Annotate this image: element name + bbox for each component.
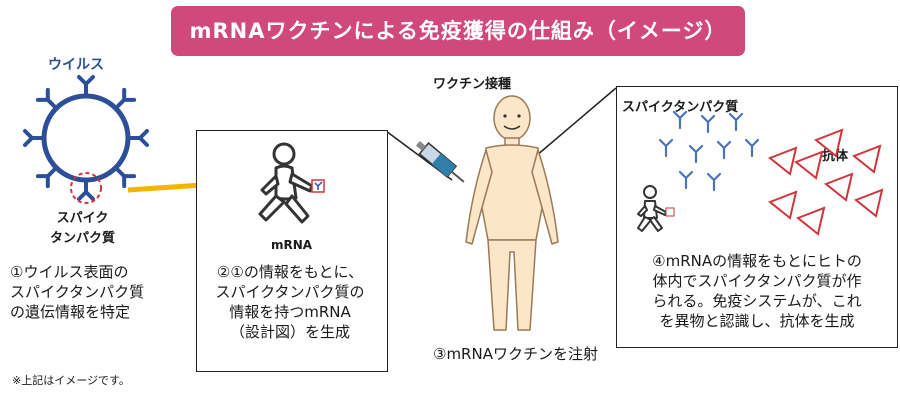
step1-line: の遺伝情報を特定	[10, 303, 131, 321]
step2-line: スパイクタンパク質の	[215, 283, 365, 301]
virus-icon	[23, 75, 149, 204]
footnote: ※上記はイメージです。	[12, 374, 130, 387]
step1-text: ①ウイルス表面の スパイクタンパク質 の遺伝情報を特定	[10, 262, 144, 322]
virus-label: ウイルス	[48, 57, 104, 73]
mrna-label: mRNA	[271, 238, 313, 252]
step3-text: ③mRNAワクチンを注射	[433, 345, 598, 363]
spike-label-line1: スパイク	[56, 211, 109, 226]
step4-text: ④mRNAの情報をもとにヒトの 体内でスパイクタンパク質が作 られる。免疫システ…	[622, 251, 892, 331]
step4-line: を異物と認識し、抗体を生成	[659, 312, 855, 330]
human-body-icon	[465, 95, 559, 331]
small-person-icon	[637, 185, 667, 232]
person-icon	[258, 142, 325, 224]
title-banner: mRNAワクチンによる免疫獲得の仕組み（イメージ）	[171, 6, 745, 56]
step1-line: スパイクタンパク質	[10, 283, 145, 301]
step2-text: ②①の情報をもとに、 スパイクタンパク質の 情報を持つmRNA （設計図）を生成	[201, 262, 379, 342]
step2-line: ②①の情報をもとに、	[216, 263, 364, 281]
mrna-marker-icon	[665, 207, 675, 217]
step2-line: （設計図）を生成	[229, 323, 350, 341]
antibody-icon	[768, 128, 884, 236]
step1-line: ①ウイルス表面の	[10, 263, 129, 281]
proteins-and-antibodies	[637, 110, 884, 236]
step4-line: 体内でスパイクタンパク質が作	[652, 272, 862, 290]
step4-line: ④mRNAの情報をもとにヒトの	[652, 252, 862, 270]
syringe-icon	[415, 141, 465, 183]
step2-line: 情報を持つmRNA	[229, 303, 351, 321]
vaccination-label: ワクチン接種	[433, 77, 512, 92]
antibody-label: 抗体	[822, 149, 849, 164]
step4-line: られる。免疫システムが、これ	[652, 292, 862, 310]
spike-label: スパイク タンパク質	[50, 209, 115, 249]
spike-protein-label: スパイクタンパク質	[622, 100, 739, 115]
result-box	[616, 86, 898, 348]
spike-label-line2: タンパク質	[50, 231, 116, 246]
spike-protein-icon	[658, 110, 760, 192]
